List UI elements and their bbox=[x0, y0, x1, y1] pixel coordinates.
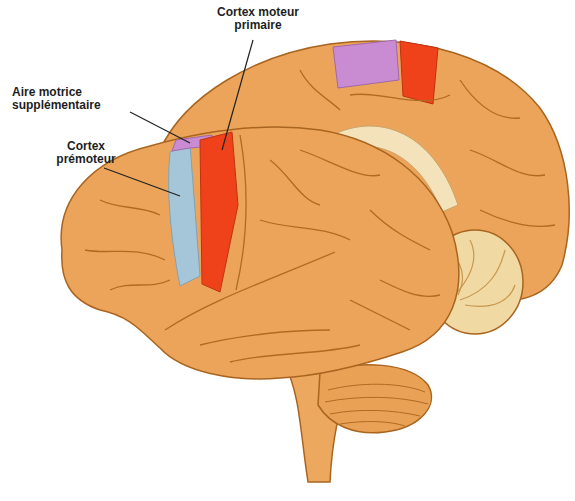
region-label: Cortex moteur primaire bbox=[210, 6, 306, 32]
region-label: Cortex prémoteur bbox=[48, 140, 124, 166]
leader-line bbox=[104, 168, 180, 196]
cerebellum-folia bbox=[325, 384, 428, 426]
lateral-hemisphere bbox=[61, 127, 459, 379]
lateral-gyri bbox=[85, 135, 440, 362]
leader-lines bbox=[104, 40, 253, 196]
primary-motor-area bbox=[200, 132, 238, 292]
region-label: Aire motrice supplémentaire bbox=[12, 86, 132, 112]
cerebellum bbox=[318, 365, 431, 433]
leader-line bbox=[222, 40, 253, 150]
premotor-area bbox=[169, 144, 200, 286]
leader-line bbox=[130, 112, 190, 143]
medial-purple-area bbox=[333, 40, 399, 88]
medial-red-area bbox=[400, 41, 438, 104]
